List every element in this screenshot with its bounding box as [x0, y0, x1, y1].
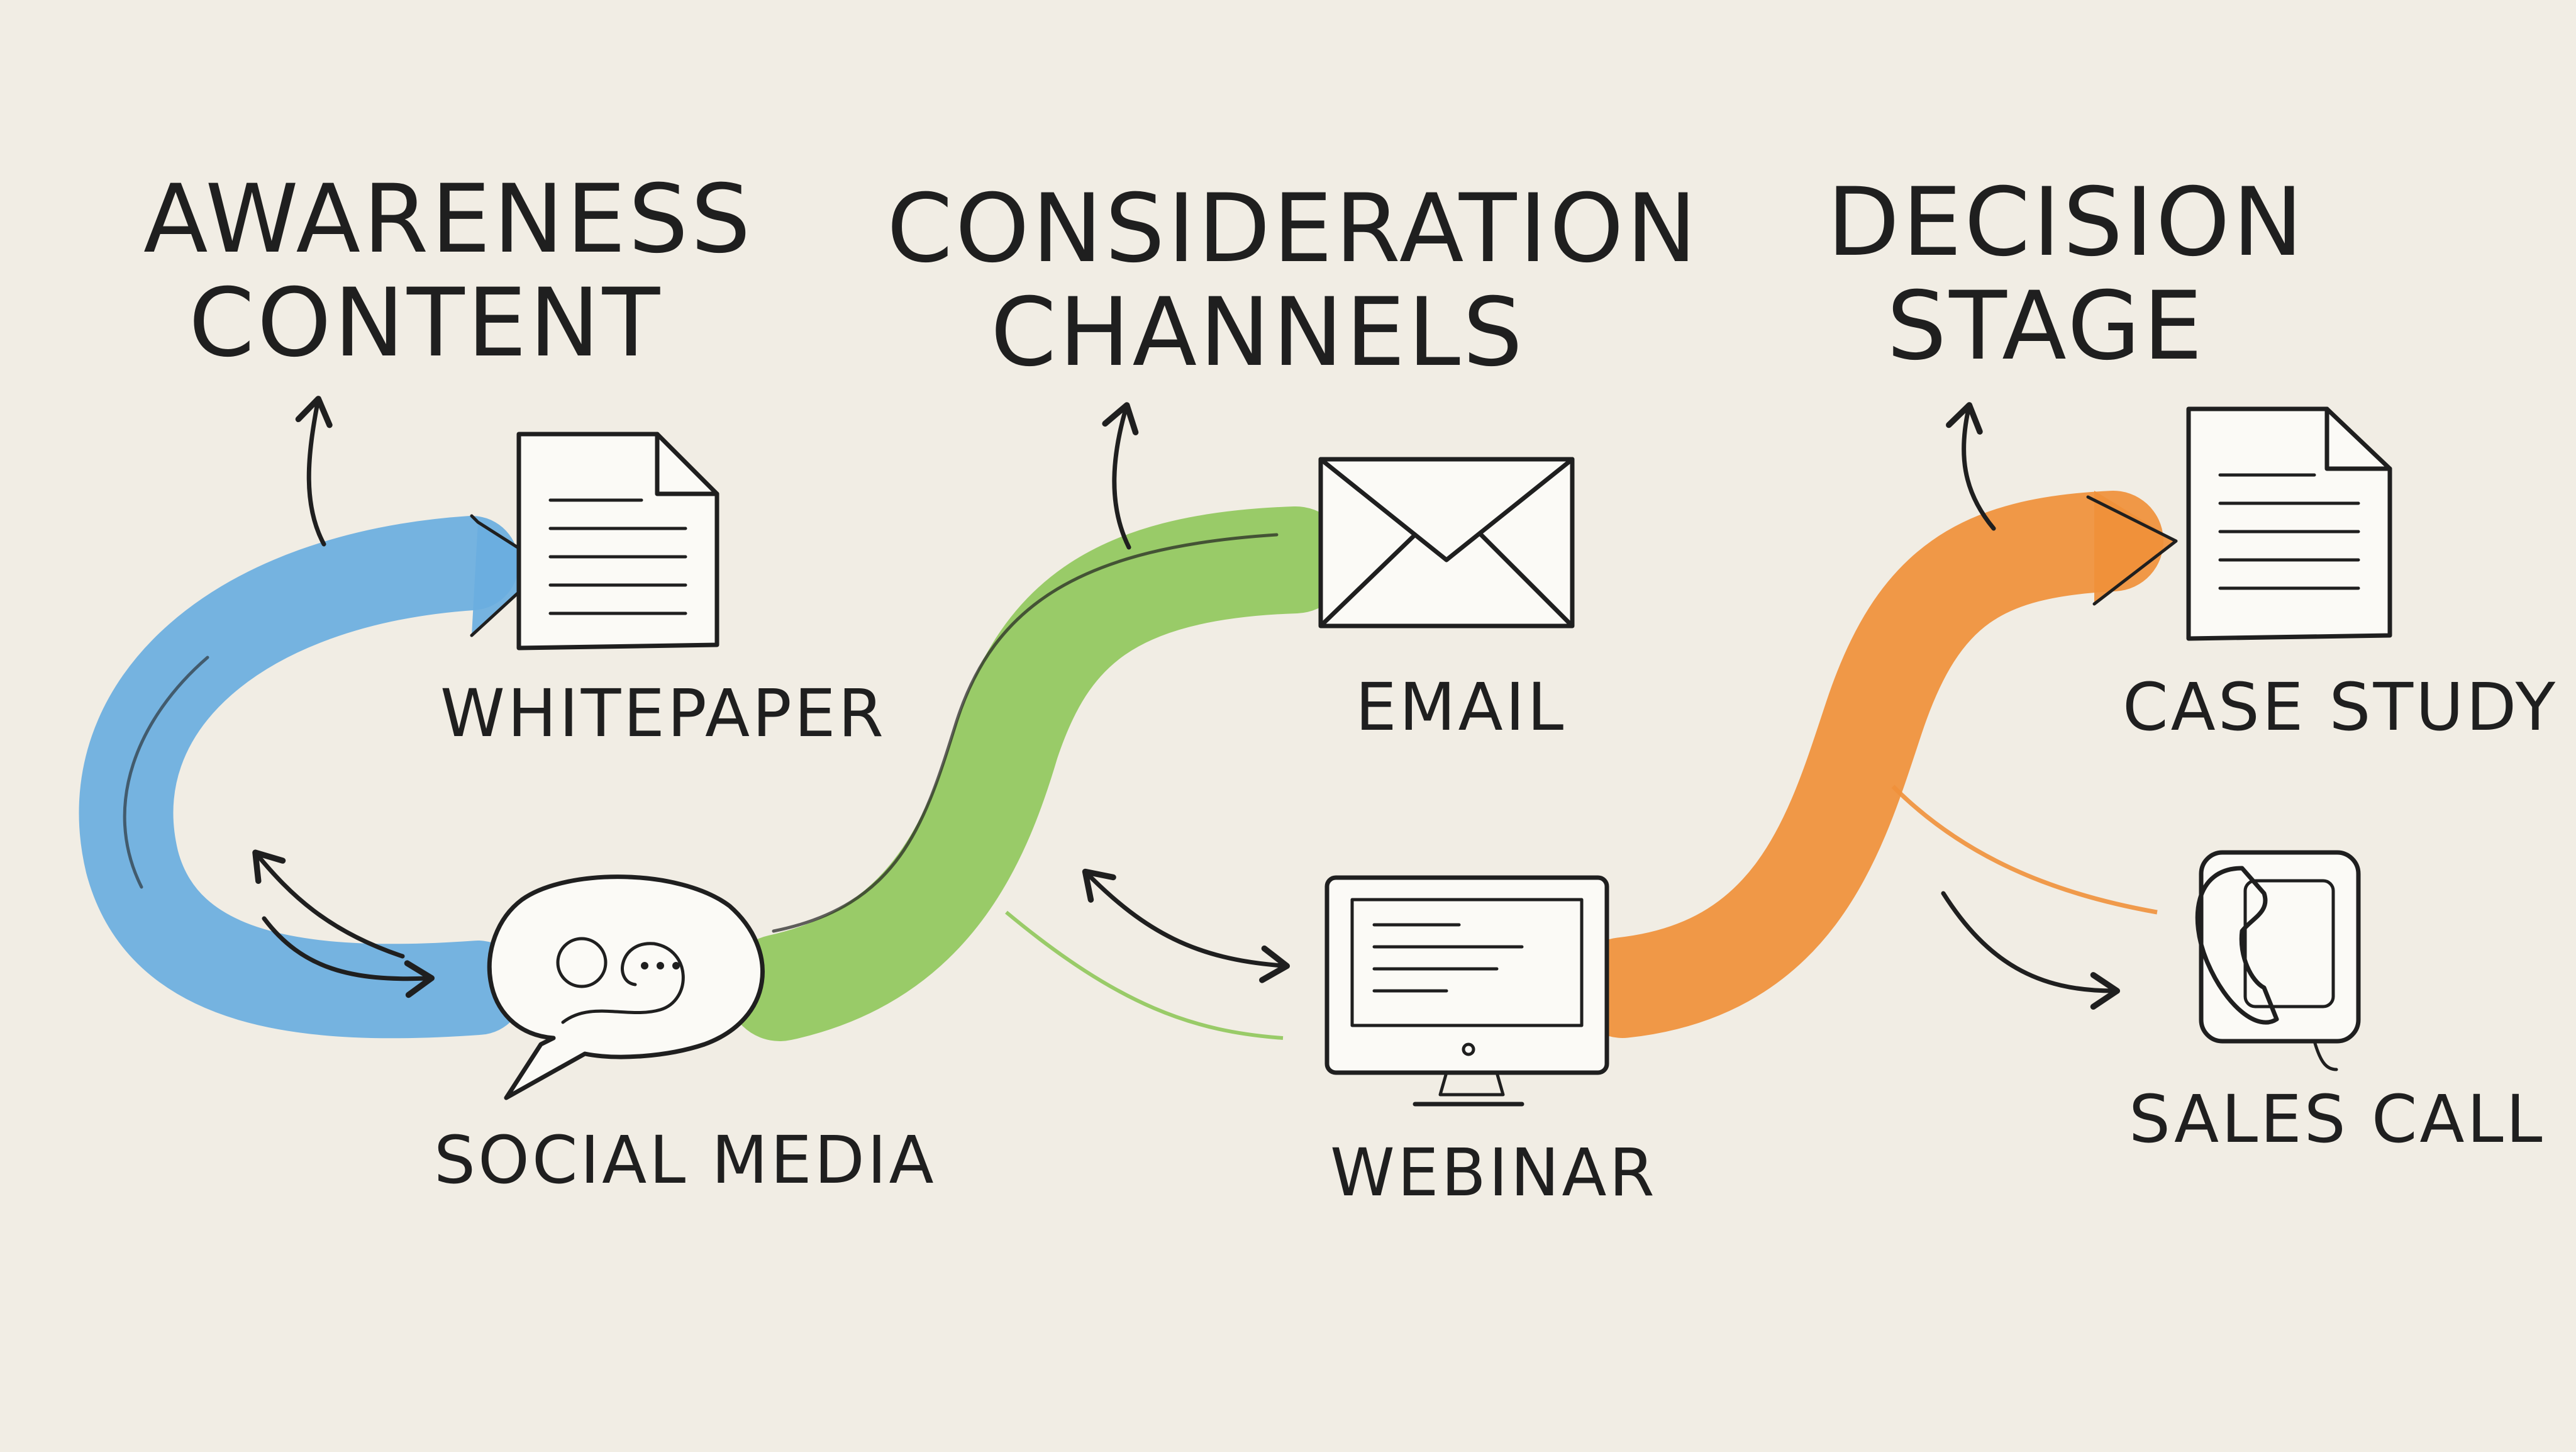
speech-bubble-icon	[487, 874, 765, 1100]
awareness-heading: AWARENESS CONTENT	[143, 165, 753, 547]
decision-heading-line1: DECISION	[1827, 168, 2306, 277]
decision-heading-line2: STAGE	[1887, 272, 2205, 381]
up-arrow-icon	[1102, 402, 1139, 550]
sales-call-node: SALES CALL	[2129, 850, 2545, 1158]
case-study-label: CASE STUDY	[2123, 669, 2558, 746]
consideration-heading-line1: CONSIDERATION	[887, 174, 1699, 284]
consideration-heading: CONSIDERATION CHANNELS	[887, 174, 1699, 550]
case-study-node: CASE STUDY	[2123, 406, 2558, 746]
document-icon	[2186, 406, 2392, 641]
decision-heading: DECISION STAGE	[1827, 168, 2306, 531]
orange-flow-arrow	[1572, 491, 2178, 1038]
curved-arrow-icon	[252, 849, 405, 959]
social-media-node: SOCIAL MEDIA	[434, 874, 936, 1198]
up-arrow-icon	[295, 396, 333, 547]
envelope-icon	[1318, 457, 1575, 628]
blue-flow-arrow	[79, 514, 549, 1039]
consideration-heading-line2: CHANNELS	[991, 278, 1525, 388]
whitepaper-node: WHITEPAPER	[440, 432, 886, 752]
curved-arrow-icon	[1941, 891, 2121, 1010]
double-arrow-icon	[1082, 868, 1291, 983]
monitor-icon	[1324, 875, 1609, 1107]
up-arrow-icon	[1946, 402, 1996, 531]
green-flow-arrow	[726, 506, 1349, 1041]
social-media-label: SOCIAL MEDIA	[434, 1122, 936, 1198]
phone-icon	[2195, 850, 2361, 1071]
whitepaper-label: WHITEPAPER	[440, 675, 886, 752]
email-node: EMAIL	[1318, 457, 1575, 746]
webinar-label: WEBINAR	[1330, 1134, 1657, 1211]
webinar-node: WEBINAR	[1324, 875, 1657, 1211]
email-label: EMAIL	[1355, 669, 1566, 746]
document-icon	[516, 432, 719, 651]
awareness-heading-line1: AWARENESS	[143, 165, 753, 274]
sales-call-label: SALES CALL	[2129, 1081, 2545, 1158]
curved-arrow-icon	[262, 916, 435, 998]
awareness-heading-line2: CONTENT	[189, 269, 662, 378]
